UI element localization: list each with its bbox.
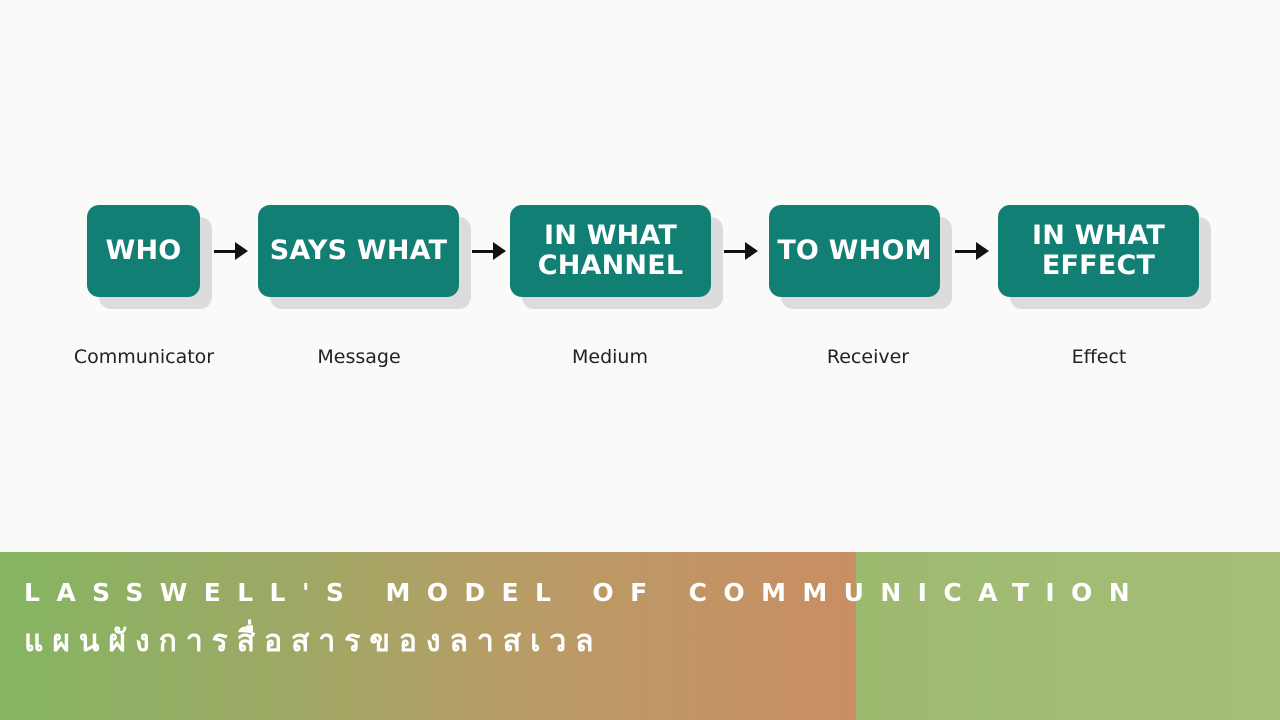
step-label: WHO — [105, 235, 182, 266]
banner-title-english: LASSWELL'S MODEL OF COMMUNICATION — [24, 578, 1147, 607]
role-medium: Medium — [572, 346, 648, 368]
role-receiver: Receiver — [826, 346, 910, 368]
step-label: IN WHAT EFFECT — [1031, 220, 1166, 281]
role-communicator: Communicator — [73, 346, 215, 368]
step-box-says-what: SAYS WHAT — [258, 205, 459, 297]
diagram-canvas: WHO SAYS WHAT IN WHAT CHANNEL TO WHOM IN… — [73, 205, 1199, 368]
title-banner — [0, 552, 856, 720]
title-banner-right-panel — [856, 552, 1280, 720]
step-label: IN WHAT CHANNEL — [537, 220, 684, 281]
role-message: Message — [317, 346, 401, 368]
banner-title-thai: แผนผังการสื่อสารของลาสเวล — [24, 624, 603, 659]
step-label: SAYS WHAT — [269, 235, 448, 266]
step-box-in-what-channel: IN WHAT CHANNEL — [510, 205, 711, 297]
step-box-in-what-effect: IN WHAT EFFECT — [998, 205, 1199, 297]
step-label: TO WHOM — [777, 235, 932, 266]
step-box-who: WHO — [87, 205, 200, 297]
role-effect: Effect — [1071, 346, 1127, 368]
step-box-to-whom: TO WHOM — [769, 205, 940, 297]
